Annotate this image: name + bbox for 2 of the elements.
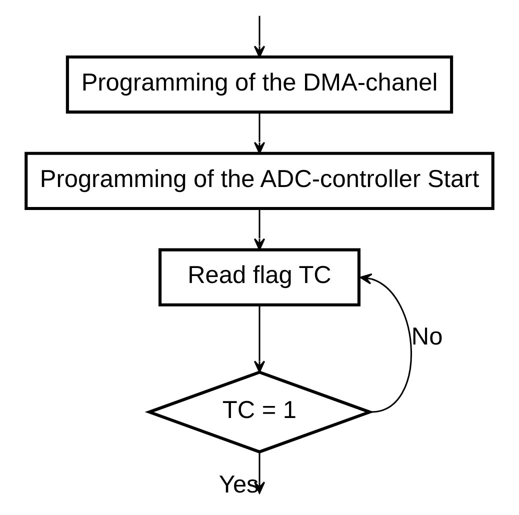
edge-label: Yes (218, 471, 259, 498)
edge-label: No (411, 323, 443, 350)
